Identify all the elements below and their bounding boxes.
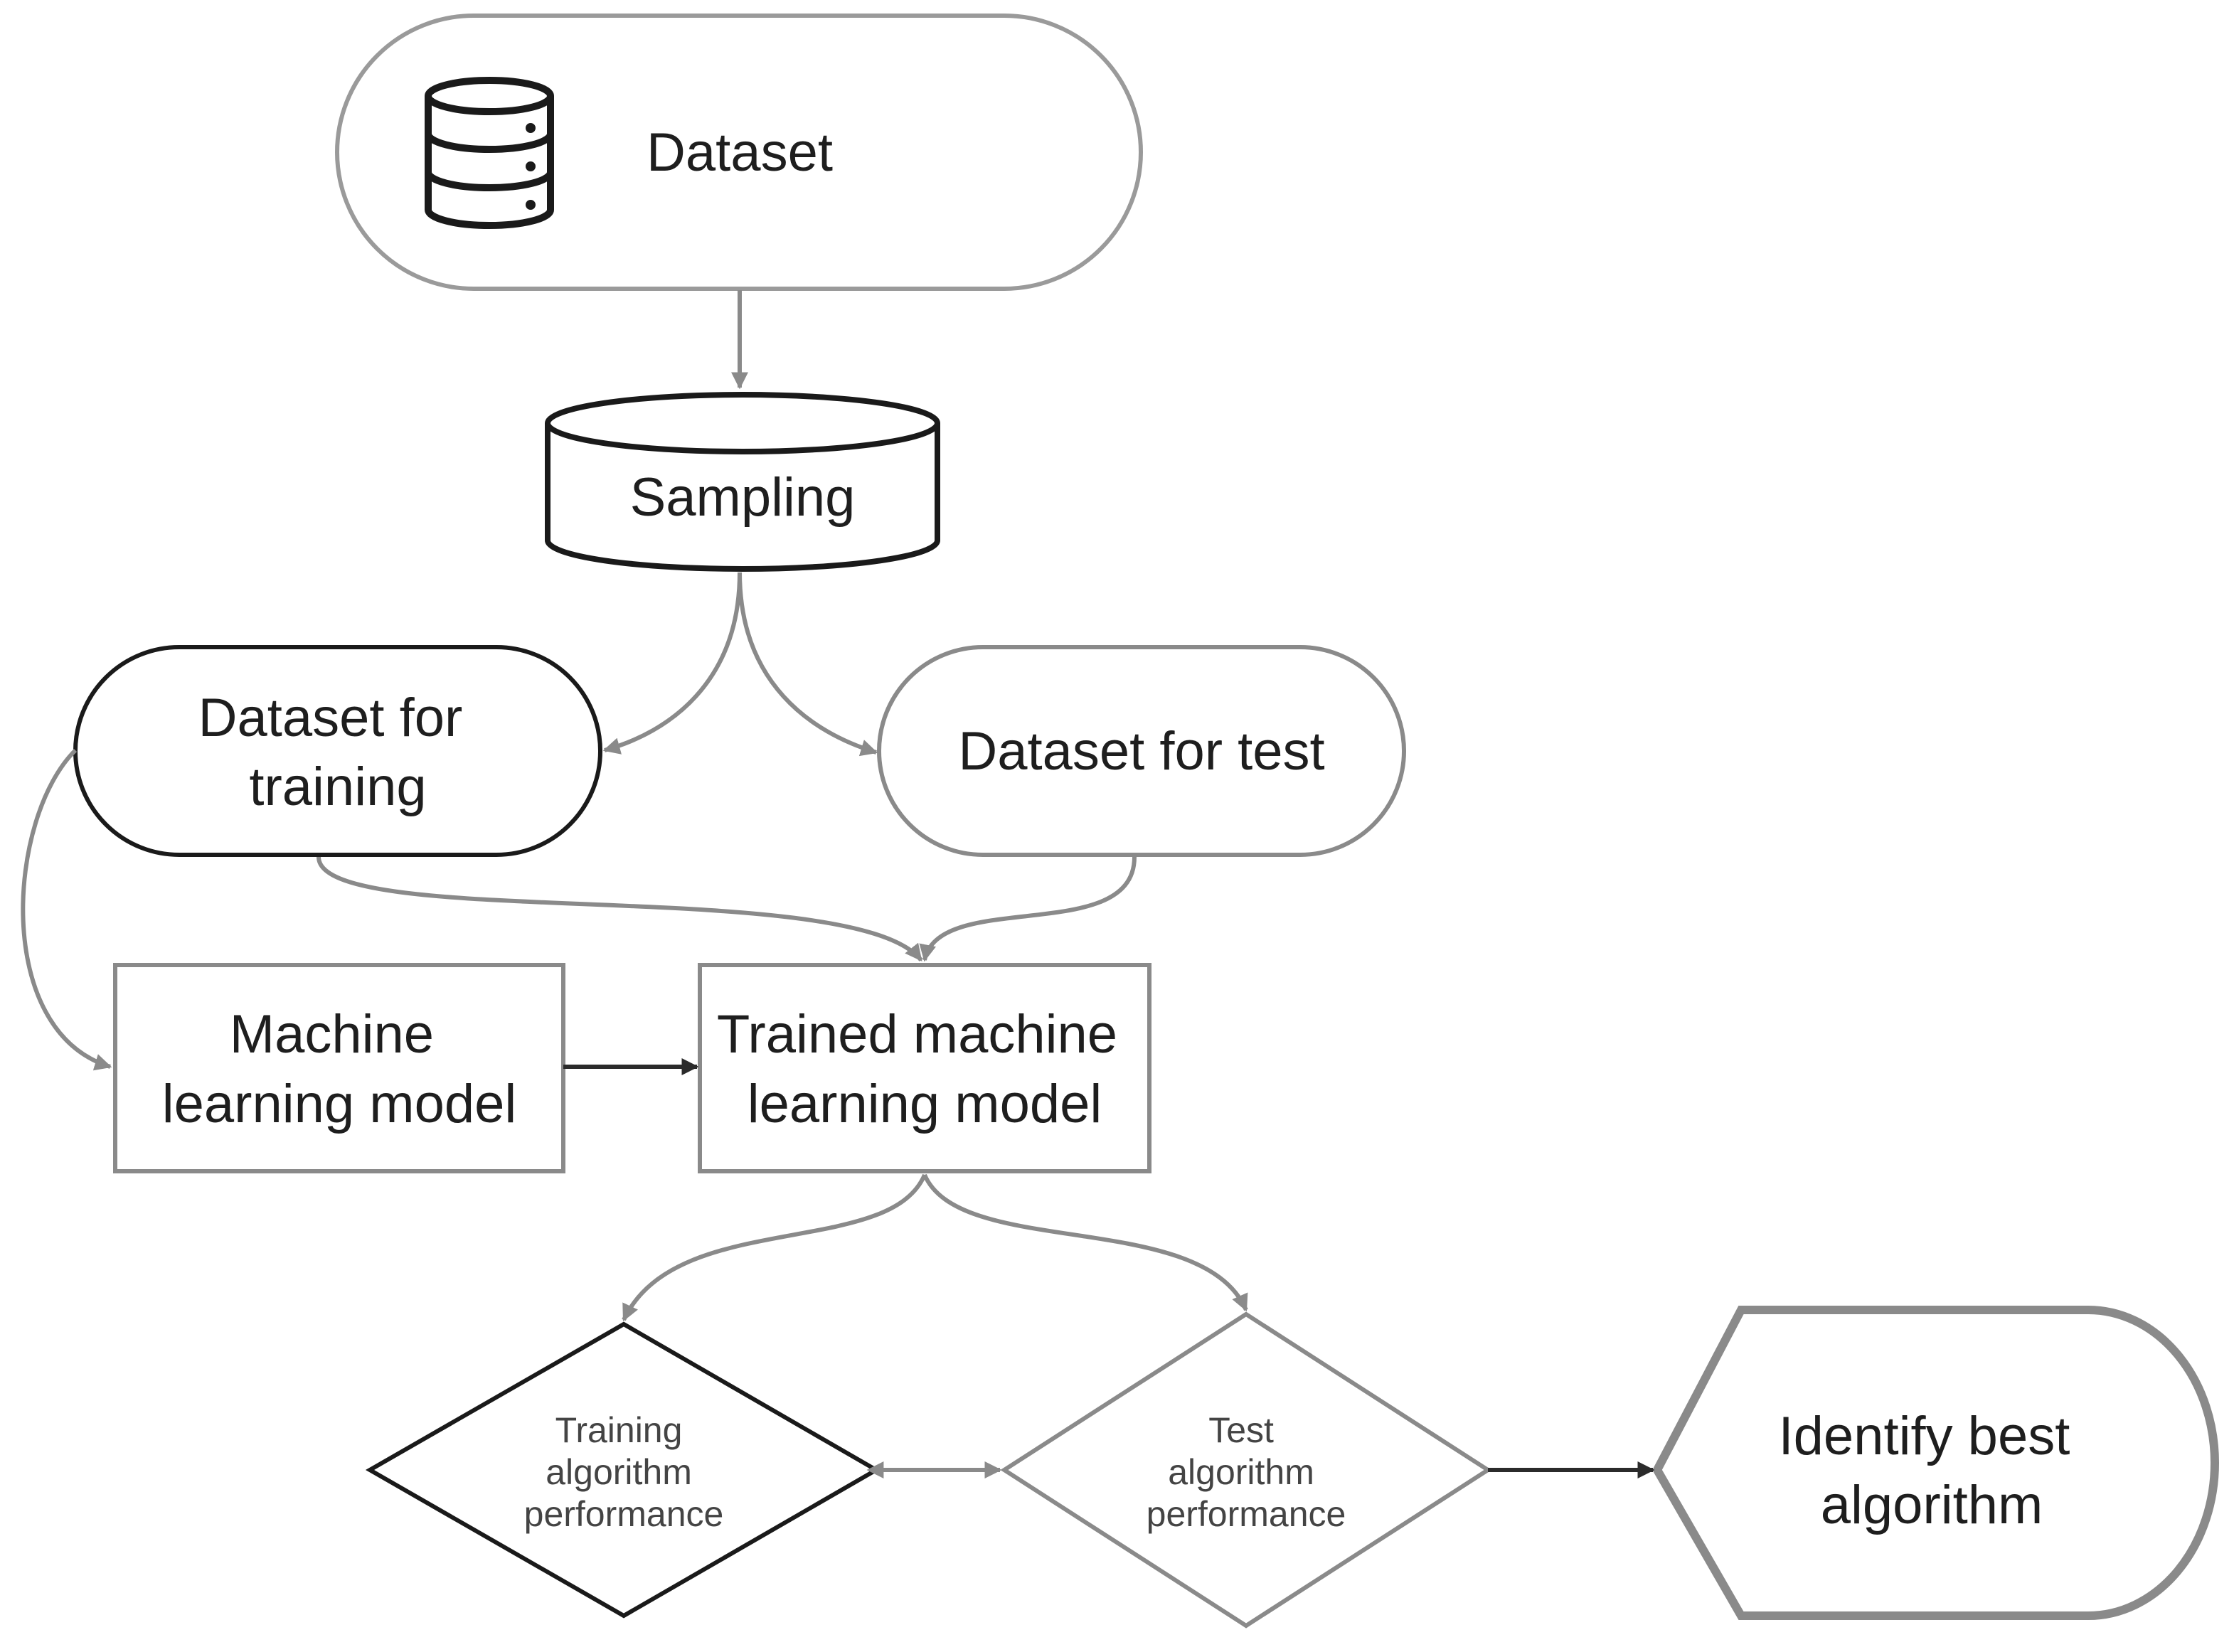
identify-best-shape: [1652, 1306, 2219, 1620]
dataset-training-shape: [73, 645, 602, 857]
node-training-performance: Training algorithm performance: [365, 1321, 881, 1619]
database-icon: [425, 77, 554, 229]
training-performance-label: Training algorithm performance: [524, 1410, 724, 1534]
edge-trained-model-to-test-performance: [922, 1173, 1248, 1312]
edges: [21, 290, 1655, 1478]
edge-training-to-ml-model: [21, 748, 112, 1071]
edge-training-to-trained-model: [317, 856, 923, 961]
dataset-test-shape: [877, 645, 1406, 857]
trained-model-shape: [698, 963, 1151, 1173]
node-dataset: Dataset: [335, 14, 1143, 291]
sampling-label: Sampling: [630, 467, 856, 528]
ml-model-shape: [113, 963, 565, 1173]
edge-test-to-trained-model: [919, 856, 1137, 962]
training-performance-shape: [365, 1321, 881, 1619]
node-dataset-training: Dataset for training: [73, 645, 602, 857]
test-performance-label: Test algorithm performance: [1147, 1410, 1346, 1534]
node-dataset-test: Dataset for test: [877, 645, 1406, 857]
test-performance-shape: [1000, 1311, 1492, 1629]
node-identify-best: Identify best algorithm: [1652, 1306, 2219, 1620]
node-ml-model: Machine learning model: [113, 963, 565, 1173]
ml-model-label: Machine learning model: [162, 1004, 517, 1134]
identify-best-label: Identify best algorithm: [1779, 1406, 2085, 1535]
dataset-training-label: Dataset for training: [198, 688, 478, 817]
node-sampling: Sampling: [545, 392, 940, 572]
sampling-shape: [545, 423, 940, 572]
node-test-performance: Test algorithm performance: [1000, 1311, 1492, 1629]
node-trained-model: Trained machine learning model: [698, 963, 1151, 1173]
edge-sampling-to-test: [738, 572, 878, 757]
trained-model-label: Trained machine learning model: [717, 1004, 1132, 1134]
dataset-test-label: Dataset for test: [958, 721, 1324, 782]
edge-trained-model-to-training-performance: [622, 1173, 927, 1322]
dataset-label: Dataset: [647, 122, 833, 183]
edge-sampling-to-training: [602, 572, 742, 755]
